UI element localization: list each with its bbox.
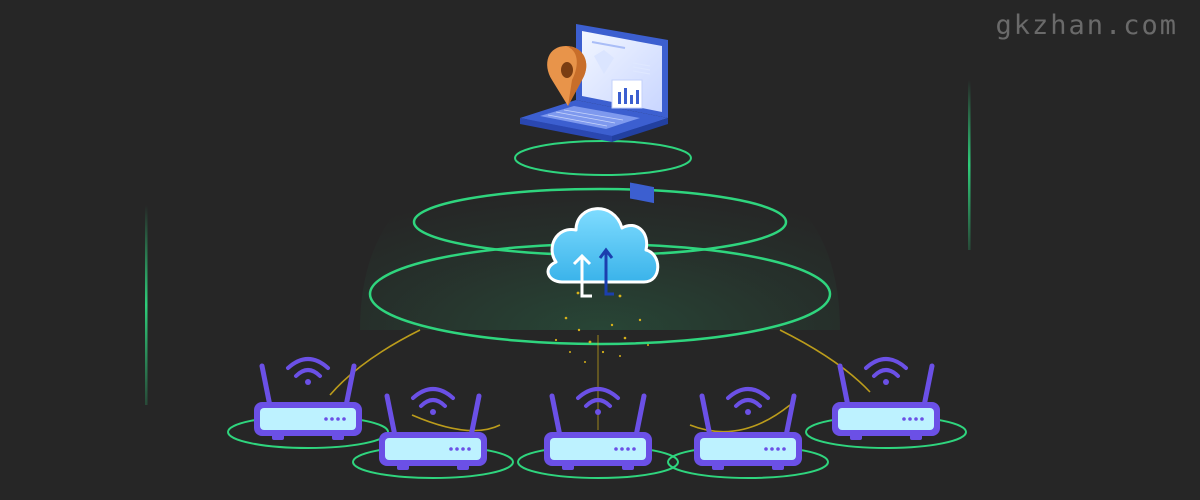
router-antenna	[699, 393, 713, 439]
cloud-sync-icon	[546, 207, 660, 298]
router-light	[908, 417, 912, 421]
router-panel	[550, 438, 646, 460]
router-light	[782, 447, 786, 451]
router-light	[914, 417, 918, 421]
router-light	[920, 417, 924, 421]
wifi-signal-icon	[286, 357, 330, 385]
location-pin-icon	[547, 46, 587, 106]
router-panel	[838, 408, 934, 430]
router-antenna	[259, 363, 273, 409]
signal-particles	[554, 316, 649, 363]
router-light	[449, 447, 453, 451]
wifi-router-icon	[805, 357, 967, 449]
wifi-router-icon	[227, 357, 389, 449]
router-antenna	[549, 393, 563, 439]
wifi-signal-icon	[576, 387, 620, 415]
router-light	[461, 447, 465, 451]
wifi-signal-icon	[864, 357, 908, 385]
laptop-icon	[520, 24, 668, 204]
watermark-text: gkzhan.com	[995, 10, 1178, 41]
dashboard-graphic	[591, 41, 654, 204]
router-panel	[385, 438, 481, 460]
router-antenna	[633, 393, 647, 439]
router-antenna	[921, 363, 935, 409]
router-light	[632, 447, 636, 451]
router-light	[336, 417, 340, 421]
wifi-router-icon	[517, 387, 679, 479]
router-light	[455, 447, 459, 451]
router-panel	[260, 408, 356, 430]
router-light	[330, 417, 334, 421]
wifi-signal-icon	[411, 387, 455, 415]
wifi-router-icon	[352, 387, 514, 479]
router-light	[342, 417, 346, 421]
ring-top	[514, 140, 692, 176]
router-antenna	[837, 363, 851, 409]
wifi-signal-icon	[726, 387, 770, 415]
router-antenna	[783, 393, 797, 439]
right-accent-line	[968, 80, 971, 250]
router-light	[324, 417, 328, 421]
router-panel	[700, 438, 796, 460]
router-light	[902, 417, 906, 421]
left-accent-line	[145, 205, 148, 405]
wifi-router-icon	[667, 387, 829, 479]
router-light	[770, 447, 774, 451]
router-antenna	[384, 393, 398, 439]
router-light	[620, 447, 624, 451]
router-light	[764, 447, 768, 451]
router-light	[626, 447, 630, 451]
router-light	[467, 447, 471, 451]
router-antenna	[468, 393, 482, 439]
routers-group	[227, 357, 967, 479]
connection-links	[329, 329, 871, 433]
router-antenna	[343, 363, 357, 409]
router-light	[776, 447, 780, 451]
router-light	[614, 447, 618, 451]
